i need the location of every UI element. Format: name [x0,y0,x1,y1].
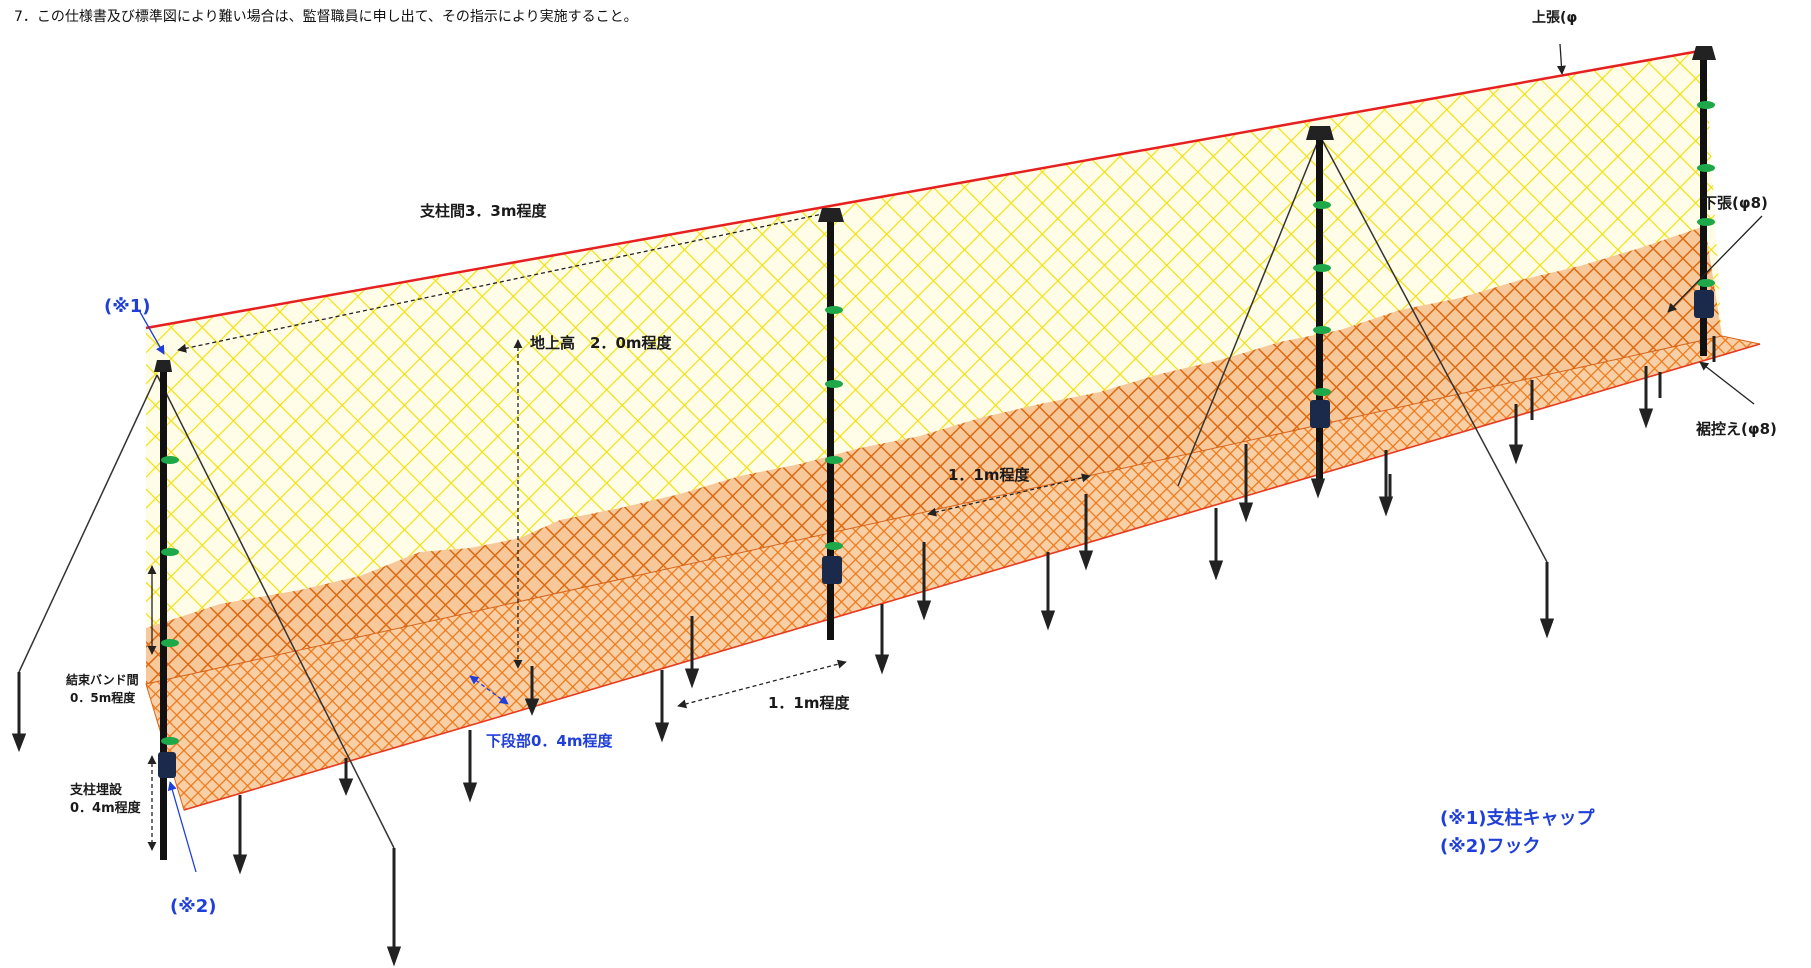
post-burial-label-2: 0．4m程度 [70,800,142,816]
stake-icon [1508,404,1524,465]
stake-icon [462,730,478,803]
hook-icon [1310,400,1330,428]
stake-spacing-low-label: 1．1m程度 [768,694,851,712]
mark2-pointer [167,781,197,873]
bottom-wire-arrow [1667,215,1763,313]
stake-icon [386,848,402,967]
top-wire-label: 上張(φ [1532,10,1577,26]
stake-icon [524,666,540,716]
stake-icon [874,604,890,675]
lower-section-label: 下段部0．4m程度 [486,732,614,750]
post-burial-label-1: 支柱埋設 [69,782,123,798]
hem-edge-wire [183,343,1761,811]
stake-spacing-low-arrow [677,659,847,709]
mark2-label: (※2) [170,896,216,917]
stake-icon [1378,450,1394,517]
header-note: 7．この仕様書及び標準図により難い場合は、監督職員に申し出て、その指示により実施… [14,9,638,25]
guy-wires [18,135,1548,849]
stake-icon [654,670,670,743]
stake-icon [1310,442,1326,499]
lower-section-arrow [469,675,509,705]
post-cap-icon [1306,126,1334,140]
bottom-wire-label: 下張(φ8) [1702,194,1768,212]
legend-item-cap: (※1)支柱キャップ [1440,807,1595,829]
stake-icon [338,758,354,796]
mark1-pointer [139,311,165,355]
post-cap-icon [818,208,844,222]
mark1-label: (※1) [104,296,150,317]
stakes [11,336,1716,967]
hook-icon [822,556,842,584]
stake-spacing-mid-label: 1．1m程度 [948,466,1031,484]
post [1306,126,1334,482]
post [154,360,179,860]
post-spacing-label: 支柱間3．3m程度 [419,202,548,220]
legend-item-hook: (※2)フック [1440,836,1540,857]
band-spacing-label-2: 0．5m程度 [70,690,136,705]
labels: 上張(φ 支柱間3．3m程度 地上高 2．0m程度 下張(φ8) 裾控え(φ8)… [66,10,1777,917]
binding-band-icon [161,456,179,745]
hook-icon [158,752,176,778]
stake-icon [11,672,27,753]
stake-icon [1238,444,1254,523]
top-wire-arrow [1556,43,1566,75]
hem-anchor-label: 裾控え(φ8) [1696,420,1777,438]
stake-icon [1208,508,1224,581]
hem-anchor-arrow [1699,361,1755,405]
stake-icon [916,542,932,621]
height-label: 地上高 2．0m程度 [530,334,673,352]
binding-band-icon [1697,101,1715,287]
post-cap-icon [1692,46,1716,60]
hook-icon [1694,290,1714,318]
stake-icon [1539,562,1555,639]
band-spacing-label-1: 結束バンド間 [66,672,139,687]
post-cap-icon [154,360,172,372]
stake-icon [1638,366,1654,429]
dimension-lines [139,43,1763,873]
stake-icon [232,795,248,875]
binding-band-icon [1313,201,1331,396]
net-panel [145,48,1761,811]
stake-icon [1040,552,1056,631]
post [1692,46,1716,356]
